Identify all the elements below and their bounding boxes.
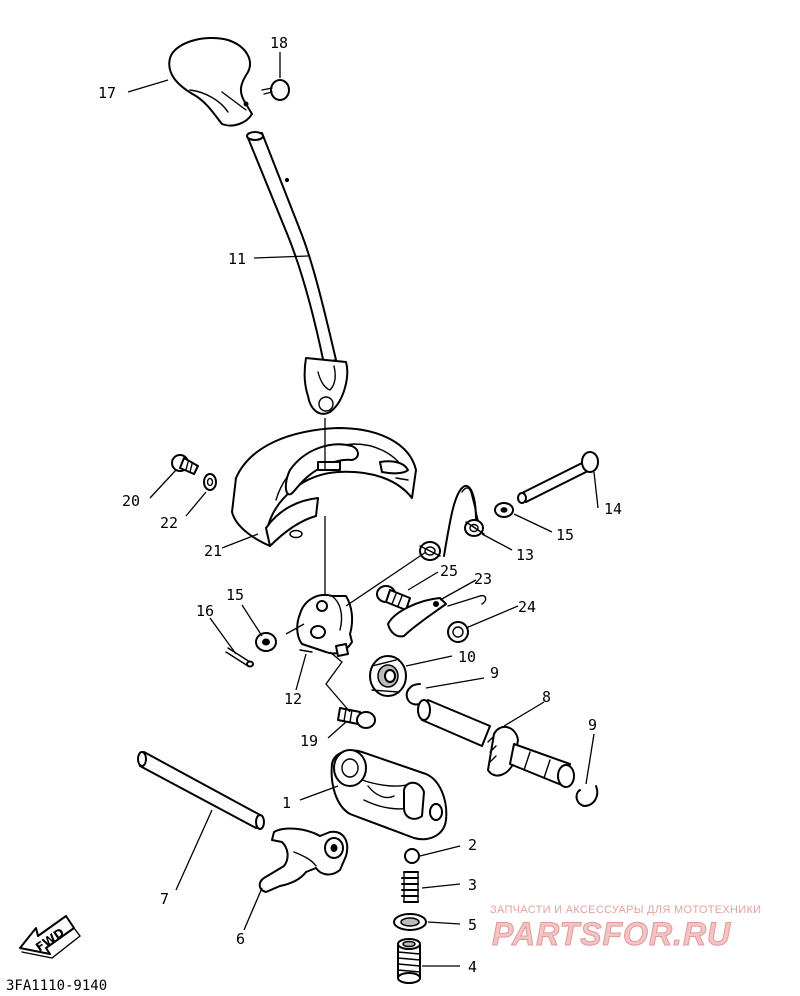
part-13-spring <box>419 485 485 561</box>
callout-25: 25 <box>440 562 458 580</box>
callout-18: 18 <box>270 34 288 52</box>
callout-13: 13 <box>516 546 534 564</box>
part-15-washer-lower <box>255 632 277 652</box>
part-25-bolt <box>376 585 411 611</box>
callout-16: 16 <box>196 602 214 620</box>
part-19-bolt <box>337 707 376 729</box>
callout-14: 14 <box>604 500 622 518</box>
callout-12: 12 <box>284 690 302 708</box>
figure-code: 3FA1110-9140 <box>6 978 107 994</box>
part-1-shift-drum <box>330 749 448 841</box>
callout-15-upper: 15 <box>556 526 574 544</box>
part-20-bolt <box>171 454 199 475</box>
part-9-circlip-lower <box>575 785 599 807</box>
callout-19: 19 <box>300 732 318 750</box>
part-18-screw <box>261 79 290 101</box>
watermark-subtitle: ЗАПЧАСТИ И АКСЕССУАРЫ ДЛЯ МОТОТЕХНИКИ <box>490 904 761 916</box>
callout-23: 23 <box>474 570 492 588</box>
part-14-pivot-bolt <box>517 451 599 504</box>
callout-7: 7 <box>160 890 169 908</box>
callout-9-lower: 9 <box>588 716 597 734</box>
part-17-shift-knob <box>168 37 253 127</box>
part-11-shift-lever <box>246 131 349 415</box>
callout-17: 17 <box>98 84 116 102</box>
part-22-washer <box>203 473 217 491</box>
callout-10: 10 <box>458 648 476 666</box>
watermark: ЗАПЧАСТИ И АКСЕССУАРЫ ДЛЯ МОТОТЕХНИКИ PA… <box>490 904 761 953</box>
callout-22: 22 <box>160 514 178 532</box>
fwd-arrow: FWD <box>19 915 81 959</box>
watermark-brand: PARTSFOR.RU <box>492 916 731 952</box>
part-23-stopper-plate <box>387 594 487 638</box>
part-8-shift-shaft <box>417 699 575 788</box>
part-24-stopper-spring <box>447 621 469 643</box>
callout-6: 6 <box>236 930 245 948</box>
callout-4: 4 <box>468 958 477 976</box>
part-6-shift-fork <box>258 827 349 893</box>
leader-lines <box>127 52 599 967</box>
part-10-oil-seal <box>369 655 407 697</box>
part-15-washer-upper <box>494 502 514 518</box>
callout-1: 1 <box>282 794 291 812</box>
callout-2: 2 <box>468 836 477 854</box>
part-16-cotter-pin <box>225 647 254 668</box>
callout-20: 20 <box>122 492 140 510</box>
callout-21: 21 <box>204 542 222 560</box>
part-7-shift-rod <box>137 751 265 830</box>
callout-15-lower: 15 <box>226 586 244 604</box>
part-12-shift-arm <box>296 594 354 657</box>
part-3-spring <box>401 871 419 903</box>
part-4-plug <box>397 938 421 984</box>
callout-8: 8 <box>542 688 551 706</box>
callout-5: 5 <box>468 916 477 934</box>
part-5-washer <box>393 913 427 931</box>
part-21-shift-gate <box>231 427 417 547</box>
callout-24: 24 <box>518 598 536 616</box>
callout-3: 3 <box>468 876 477 894</box>
assembly-guide-lines <box>285 418 427 713</box>
callout-labels: 17 18 11 20 22 21 14 15 13 25 23 24 15 1… <box>98 34 622 976</box>
callout-11: 11 <box>228 250 246 268</box>
part-2-ball <box>404 848 420 864</box>
callout-9-upper: 9 <box>490 664 499 682</box>
